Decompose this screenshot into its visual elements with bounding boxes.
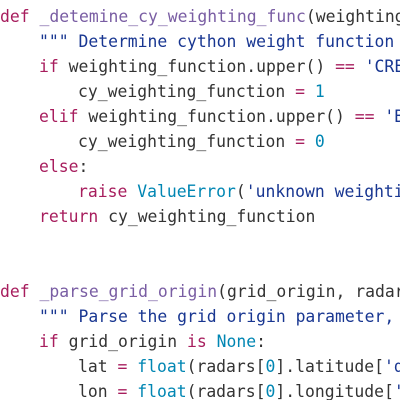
code-token: """ Determine cython weight function va — [39, 32, 400, 51]
code-token: if — [39, 332, 59, 351]
code-line[interactable]: return cy_weighting_function — [0, 204, 400, 229]
code-token — [375, 107, 385, 126]
code-line[interactable] — [0, 254, 400, 279]
code-token: _detemine_cy_weighting_func — [39, 7, 306, 26]
code-token: """ Parse the grid origin parameter, fi — [39, 307, 400, 326]
code-token: 0 — [314, 132, 325, 151]
code-token: == — [354, 107, 375, 126]
code-line[interactable]: elif weighting_function.upper() == 'BAR — [0, 104, 400, 129]
code-token: == — [335, 57, 355, 76]
code-token — [305, 132, 315, 151]
code-token: (radars[ — [186, 357, 266, 376]
code-line[interactable]: if grid_origin is None: — [0, 329, 400, 354]
code-token: ValueError — [137, 182, 236, 201]
code-token: lon — [78, 382, 118, 400]
code-token: is — [187, 332, 207, 351]
code-token: ].latitude[ — [275, 357, 384, 376]
code-token: 'dat — [383, 357, 400, 376]
code-token: _parse_grid_origin — [39, 282, 218, 301]
code-token: : — [256, 332, 267, 351]
code-line[interactable]: if weighting_function.upper() == 'CRESSM — [0, 54, 400, 79]
code-line[interactable]: def _detemine_cy_weighting_func(weightin… — [0, 4, 400, 29]
code-line[interactable]: cy_weighting_function = 1 — [0, 79, 400, 104]
code-token: 'CRESSM — [364, 57, 400, 76]
code-token — [127, 357, 137, 376]
code-line[interactable]: raise ValueError('unknown weighting_ — [0, 179, 400, 204]
code-token — [305, 82, 315, 101]
code-token: 1 — [314, 82, 325, 101]
code-token — [355, 57, 365, 76]
code-token — [127, 382, 137, 400]
code-token: (radars[ — [186, 382, 266, 400]
code-token — [207, 332, 217, 351]
code-token: 'unknown weighting_ — [245, 182, 400, 201]
code-token: def — [0, 7, 30, 26]
code-token: if — [39, 57, 59, 76]
code-token: 'BAR — [384, 107, 400, 126]
code-token: else — [39, 157, 79, 176]
code-token: lat — [78, 357, 118, 376]
code-token: = — [117, 357, 128, 376]
code-token: (grid_origin, radars) — [217, 282, 400, 301]
code-token: = — [295, 82, 305, 101]
code-line[interactable]: lat = float(radars[0].latitude['dat — [0, 354, 400, 379]
code-token: def — [0, 282, 30, 301]
code-token: grid_origin — [58, 332, 188, 351]
code-token: 0 — [265, 357, 276, 376]
code-token: 0 — [265, 382, 276, 400]
code-line[interactable] — [0, 229, 400, 254]
code-token: 'da — [394, 382, 400, 400]
code-token: cy_weighting_function — [98, 207, 316, 226]
code-token: return — [39, 207, 99, 226]
code-token: raise — [78, 182, 128, 201]
code-token: cy_weighting_function — [78, 132, 296, 151]
code-token: weighting_function.upper() — [58, 57, 336, 76]
code-token: elif — [39, 107, 79, 126]
code-token: ( — [235, 182, 246, 201]
code-token: = — [117, 382, 128, 400]
code-line[interactable]: def _parse_grid_origin(grid_origin, rada… — [0, 279, 400, 304]
code-token: float — [137, 357, 187, 376]
code-token: (weighting_f — [305, 7, 400, 26]
code-token: = — [295, 132, 305, 151]
code-token — [30, 282, 40, 301]
code-line[interactable]: else: — [0, 154, 400, 179]
code-token: weighting_function.upper() — [78, 107, 355, 126]
code-token: None — [216, 332, 257, 351]
code-token: float — [137, 382, 187, 400]
code-line[interactable]: cy_weighting_function = 0 — [0, 129, 400, 154]
code-token: : — [78, 157, 89, 176]
code-token — [30, 7, 40, 26]
code-line[interactable]: """ Determine cython weight function va — [0, 29, 400, 54]
code-token: cy_weighting_function — [78, 82, 296, 101]
code-line[interactable]: lon = float(radars[0].longitude['da — [0, 379, 400, 400]
code-line[interactable]: """ Parse the grid origin parameter, fi — [0, 304, 400, 329]
code-token: ].longitude[ — [275, 382, 394, 400]
code-token — [127, 182, 137, 201]
